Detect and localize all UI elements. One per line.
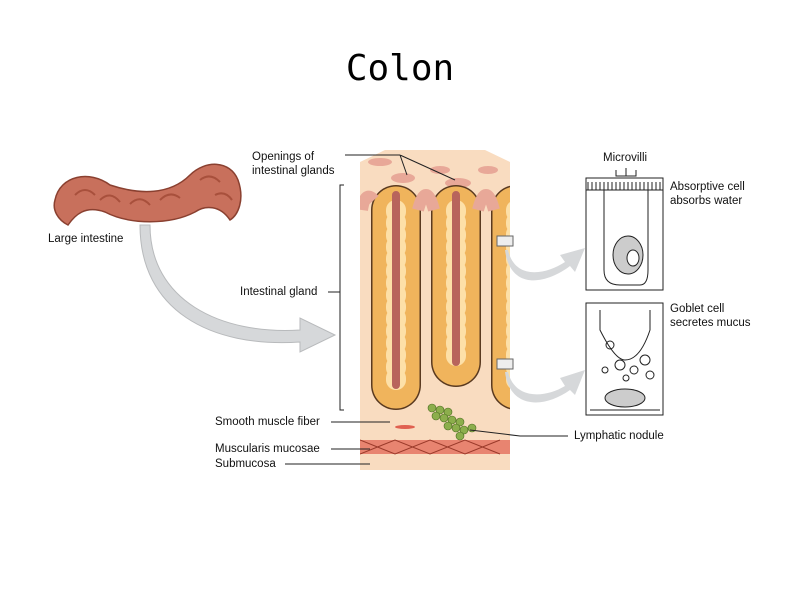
goblet-cell-diagram <box>585 302 664 416</box>
lymphatic-nodule <box>427 403 477 441</box>
label-large-intestine: Large intestine <box>48 233 124 245</box>
label-microvilli: Microvilli <box>603 152 648 164</box>
label-goblet-line2: secretes mucus <box>670 317 751 329</box>
label-goblet-line1: Goblet cell <box>670 303 725 315</box>
arrow-to-goblet-icon <box>505 370 585 403</box>
absorptive-cell-diagram <box>585 168 664 291</box>
label-absorptive-line2: absorbs water <box>670 195 743 207</box>
label-intestinal-gland: Intestinal gland <box>240 286 318 298</box>
slide-title: Colon <box>345 48 455 89</box>
tissue-block <box>360 150 514 470</box>
leader-lines <box>285 154 568 465</box>
label-muscularis-mucosae: Muscularis mucosae <box>215 443 320 455</box>
label-smooth-muscle-fiber: Smooth muscle fiber <box>215 416 320 428</box>
label-lymphatic-nodule: Lymphatic nodule <box>574 430 664 442</box>
label-submucosa: Submucosa <box>215 458 276 470</box>
zoom-arrow-icon <box>139 224 337 353</box>
large-intestine-illustration <box>53 163 242 226</box>
label-openings-line2: intestinal glands <box>252 165 335 177</box>
label-absorptive-line1: Absorptive cell <box>670 181 745 193</box>
label-openings-line1: Openings of <box>252 151 315 163</box>
arrow-to-absorptive-icon <box>505 248 585 281</box>
